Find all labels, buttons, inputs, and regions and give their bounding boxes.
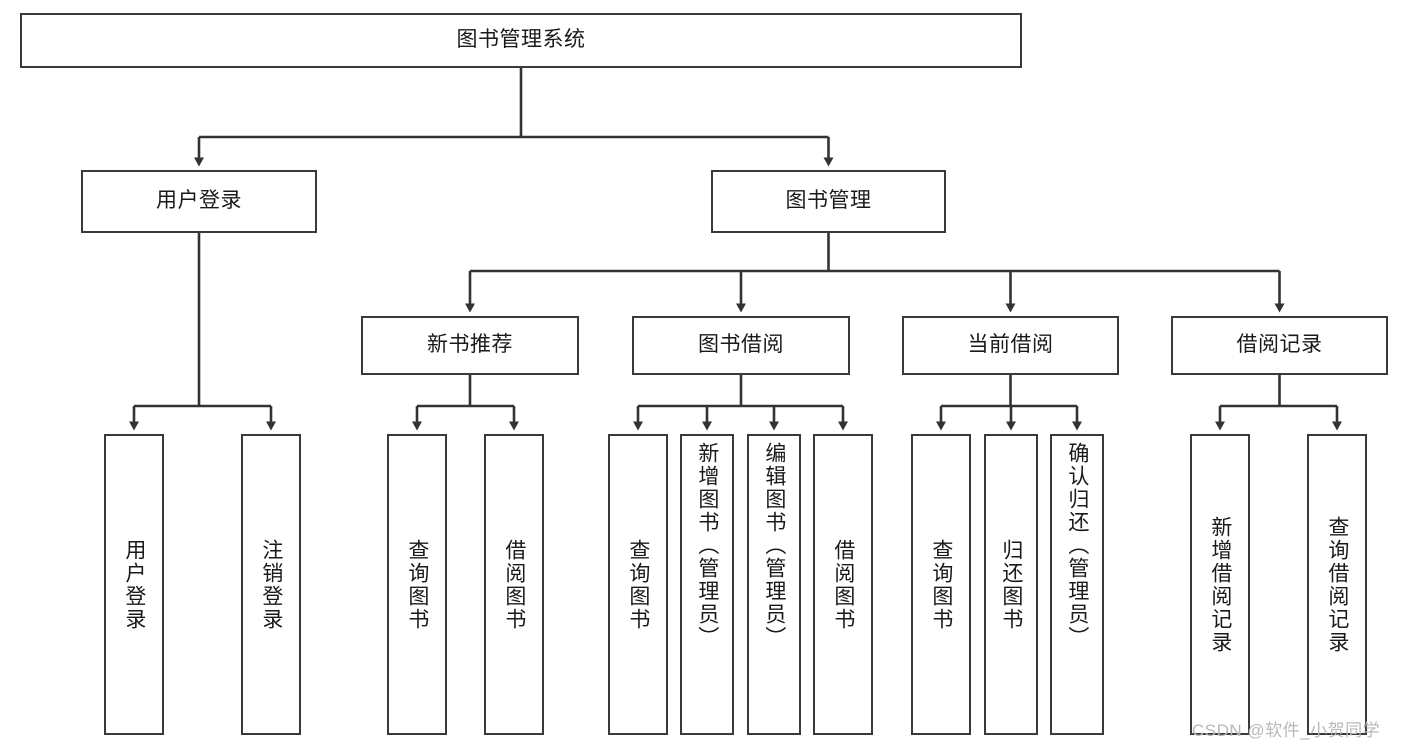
- leaf-node-注销登录-1[interactable]: 注销登录: [241, 434, 301, 735]
- leaf-node-查询图书-2[interactable]: 查询图书: [387, 434, 447, 735]
- branch-node-借阅记录-5[interactable]: 借阅记录: [1171, 316, 1388, 375]
- node-label: 用户登录: [122, 538, 146, 631]
- node-label: 编辑图书（管理员）: [762, 442, 786, 649]
- leaf-node-借阅图书-7[interactable]: 借阅图书: [813, 434, 873, 735]
- node-label: 借阅图书: [502, 538, 526, 631]
- branch-node-新书推荐-2[interactable]: 新书推荐: [361, 316, 579, 375]
- branch-node-当前借阅-4[interactable]: 当前借阅: [902, 316, 1119, 375]
- node-label: 借阅记录: [1236, 333, 1323, 357]
- node-label: 确认归还（管理员）: [1065, 442, 1089, 649]
- csdn-watermark: CSDN @软件_小贺同学: [1192, 721, 1381, 740]
- node-label: 图书管理系统: [456, 28, 586, 52]
- node-label: 归还图书: [999, 538, 1023, 631]
- leaf-node-查询借阅记录-12[interactable]: 查询借阅记录: [1307, 434, 1367, 735]
- leaf-node-查询图书-4[interactable]: 查询图书: [608, 434, 668, 735]
- root-node-图书管理系统-0[interactable]: 图书管理系统: [20, 13, 1022, 68]
- node-label: 借阅图书: [831, 538, 855, 631]
- node-label: 新增图书（管理员）: [695, 442, 719, 649]
- node-label: 当前借阅: [967, 333, 1054, 357]
- node-label: 新增借阅记录: [1208, 515, 1232, 654]
- branch-node-图书借阅-3[interactable]: 图书借阅: [632, 316, 850, 375]
- node-label: 图书借阅: [698, 333, 784, 357]
- node-label: 图书管理: [785, 189, 872, 213]
- node-label: 注销登录: [259, 538, 283, 631]
- leaf-node-借阅图书-3[interactable]: 借阅图书: [484, 434, 544, 735]
- node-label: 查询图书: [405, 538, 429, 631]
- node-label: 新书推荐: [427, 333, 513, 357]
- leaf-node-新增图书管理员-5[interactable]: 新增图书（管理员）: [680, 434, 734, 735]
- node-label: 查询图书: [929, 538, 953, 631]
- leaf-node-查询图书-8[interactable]: 查询图书: [911, 434, 971, 735]
- leaf-node-新增借阅记录-11[interactable]: 新增借阅记录: [1190, 434, 1250, 735]
- node-label: 查询借阅记录: [1325, 515, 1349, 654]
- node-label: 查询图书: [626, 538, 650, 631]
- node-label: 用户登录: [156, 189, 242, 213]
- leaf-node-确认归还管理员-10[interactable]: 确认归还（管理员）: [1050, 434, 1104, 735]
- leaf-node-归还图书-9[interactable]: 归还图书: [984, 434, 1038, 735]
- branch-node-用户登录-0[interactable]: 用户登录: [81, 170, 317, 233]
- leaf-node-编辑图书管理员-6[interactable]: 编辑图书（管理员）: [747, 434, 801, 735]
- branch-node-图书管理-1[interactable]: 图书管理: [711, 170, 946, 233]
- leaf-node-用户登录-0[interactable]: 用户登录: [104, 434, 164, 735]
